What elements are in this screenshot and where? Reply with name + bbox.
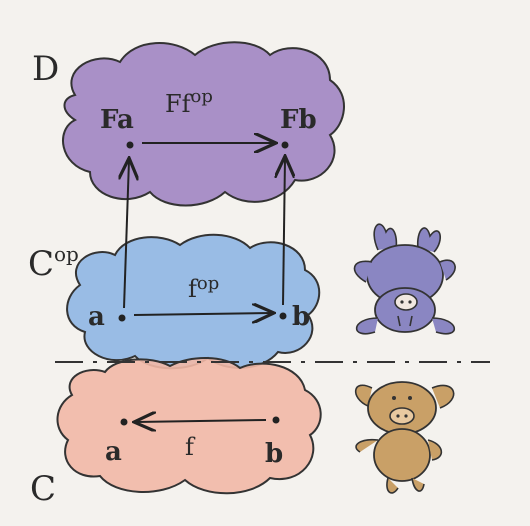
category-label-cop: Cop — [28, 242, 79, 284]
dot-fa — [126, 141, 134, 149]
category-label-d: D — [32, 49, 59, 89]
arrow-label-fop-sup: op — [197, 273, 219, 294]
object-label-fb: Fb — [280, 105, 317, 135]
cloud-cop — [66, 233, 321, 370]
arrow-label-f: f — [185, 433, 196, 461]
arrow-map-a — [124, 160, 129, 309]
arrow-label-ffop: Ffop — [165, 86, 213, 118]
pig-icon — [354, 381, 455, 494]
upside-down-pig-icon — [353, 223, 456, 335]
dot-a-op — [118, 314, 126, 322]
cloud-c — [56, 357, 322, 495]
arrow-f — [136, 420, 267, 422]
arrow-map-b — [283, 158, 285, 306]
object-label-b-op: b — [292, 302, 310, 332]
object-label-a-op: a — [88, 302, 105, 332]
arrow-label-ffop-main: Ff — [165, 90, 193, 118]
arrow-label-fop: fop — [188, 273, 219, 303]
arrow-label-ffop-sup: op — [191, 86, 213, 107]
dot-b — [272, 416, 280, 424]
dot-fb — [281, 141, 289, 149]
dot-a — [120, 418, 128, 426]
object-label-fa: Fa — [100, 105, 134, 135]
category-label-c: C — [30, 469, 56, 509]
object-label-b: b — [265, 439, 283, 469]
category-label-cop-main: C — [28, 244, 54, 284]
arrow-fop — [133, 313, 272, 315]
arrow-label-fop-main: f — [188, 275, 199, 303]
category-label-cop-sup: op — [54, 242, 79, 266]
object-label-a: a — [105, 437, 122, 467]
dot-b-op — [279, 312, 287, 320]
